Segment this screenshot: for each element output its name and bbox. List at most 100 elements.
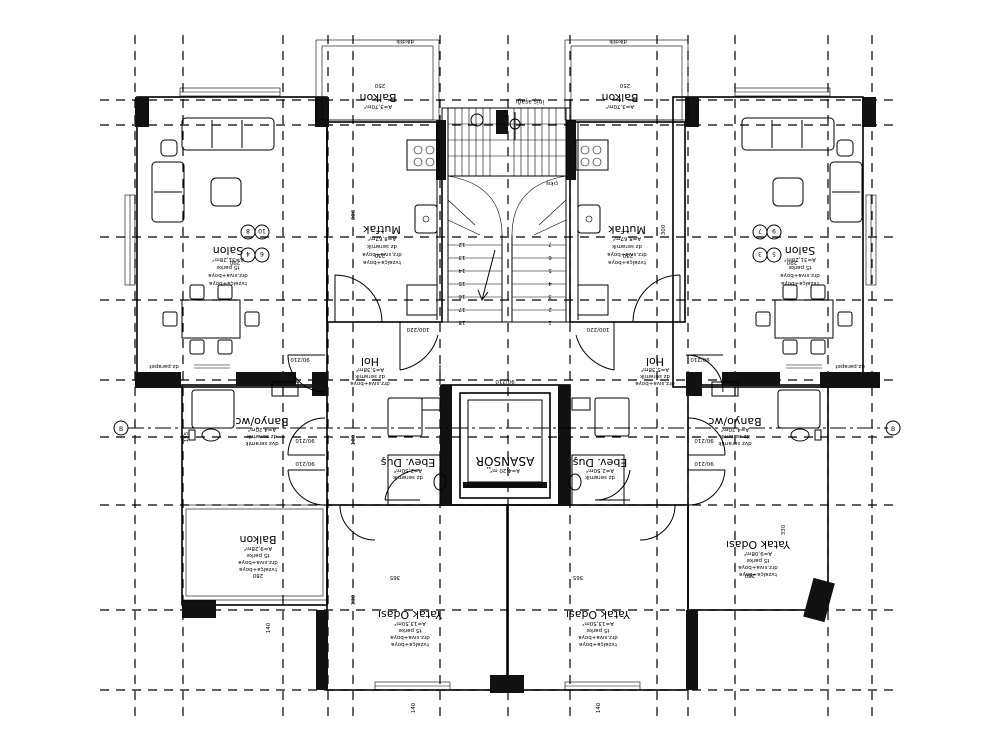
stair-step-numbers: 12 13 14 15 16 17 18 7 6 5 4 3 2 1 bbox=[458, 241, 552, 325]
svg-text:t5 parke: t5 parke bbox=[246, 552, 270, 558]
svg-text:4: 4 bbox=[246, 250, 250, 257]
svg-text:A=13,50m²: A=13,50m² bbox=[582, 620, 614, 627]
svg-text:Hol: Hol bbox=[646, 355, 664, 368]
section-marker-left: B bbox=[119, 426, 123, 433]
svg-text:100/220: 100/220 bbox=[406, 326, 429, 332]
svg-text:280: 280 bbox=[744, 572, 755, 578]
dimension-labels: 90/210 90/210 90/210 100/220 100/220 90/… bbox=[184, 82, 797, 713]
svg-text:tvzalça+boya: tvzalça+boya bbox=[781, 280, 819, 286]
label-yatak-right: Yatak Odası A=13,50m² t5 parke drz.sıva+… bbox=[566, 608, 631, 647]
svg-text:17: 17 bbox=[458, 306, 465, 312]
svg-text:t5 parke: t5 parke bbox=[586, 627, 610, 633]
svg-text:7: 7 bbox=[548, 241, 552, 247]
svg-text:90/210: 90/210 bbox=[295, 437, 315, 443]
svg-text:18: 18 bbox=[458, 319, 465, 325]
svg-text:dz seramik: dz seramik bbox=[584, 474, 615, 480]
svg-text:dz seramik: dz seramik bbox=[392, 474, 423, 480]
svg-text:A=8,67m²: A=8,67m² bbox=[613, 235, 641, 242]
svg-text:drz.sıva+boya: drz.sıva+boya bbox=[208, 272, 248, 278]
windows bbox=[124, 39, 877, 691]
label-hol-left: Hol A=5,38m² dz seramik drz.sıva+boya bbox=[350, 355, 390, 386]
label-balkon-top-right: Balkon A=3,70m² bbox=[601, 91, 638, 110]
svg-text:dz seramik: dz seramik bbox=[719, 433, 750, 439]
svg-text:drz.sıva+boya: drz.sıva+boya bbox=[578, 634, 618, 640]
svg-text:Ebev. Duş: Ebev. Duş bbox=[572, 456, 627, 469]
svg-text:100: 100 bbox=[351, 434, 357, 445]
svg-text:13: 13 bbox=[458, 254, 465, 260]
svg-text:dz seramik: dz seramik bbox=[639, 373, 670, 379]
svg-text:A=4,20 m²: A=4,20 m² bbox=[490, 467, 520, 474]
svg-text:140: 140 bbox=[266, 622, 272, 633]
svg-text:A=31,28m²: A=31,28m² bbox=[212, 256, 244, 263]
svg-text:tvzalça+boya: tvzalça+boya bbox=[579, 641, 617, 647]
svg-text:90/210: 90/210 bbox=[290, 356, 310, 362]
label-yatak-left: Yatak Odası A=13,50m² t5 parke drz.sıva+… bbox=[378, 608, 443, 647]
svg-text:6: 6 bbox=[260, 250, 264, 257]
svg-text:Balkon: Balkon bbox=[239, 533, 276, 546]
svg-text:330: 330 bbox=[781, 524, 787, 535]
label-ebev-left: Ebev. Duş A=2,50m² dz seramik bbox=[380, 456, 435, 480]
svg-text:Banyo/wc: Banyo/wc bbox=[235, 415, 288, 428]
elevator-shaft bbox=[459, 392, 551, 499]
svg-text:100/220: 100/220 bbox=[586, 326, 609, 332]
salon-left-furniture bbox=[151, 117, 275, 369]
svg-text:90/210: 90/210 bbox=[690, 356, 710, 362]
svg-text:drz.sıva+boya: drz.sıva+boya bbox=[238, 559, 278, 565]
svg-text:290: 290 bbox=[229, 259, 240, 265]
svg-text:250: 250 bbox=[374, 82, 385, 88]
svg-text:t5 parke: t5 parke bbox=[216, 264, 240, 270]
svg-text:dvz seramik: dvz seramik bbox=[718, 440, 752, 446]
label-mutfak-right: Mutfak A=8,67m² dz seramik drz.sıva+boya… bbox=[607, 223, 647, 265]
svg-text:Balkon: Balkon bbox=[601, 91, 638, 104]
svg-text:tvzalça+boya: tvzalça+boya bbox=[608, 259, 646, 265]
svg-text:250: 250 bbox=[619, 82, 630, 88]
svg-text:t5 parke: t5 parke bbox=[746, 557, 770, 563]
label-balkon-top-left: Balkon A=3,70m² bbox=[359, 91, 396, 110]
svg-text:A=5,38m²: A=5,38m² bbox=[641, 366, 669, 373]
sill-note-left: dikdilk bbox=[395, 38, 414, 44]
svg-text:drz.sıva+boya: drz.sıva+boya bbox=[635, 380, 675, 386]
svg-text:140: 140 bbox=[411, 702, 417, 713]
label-balkon-bottom-left: Balkon A=9,28m² t5 parke drz.sıva+boya t… bbox=[238, 533, 278, 572]
svg-text:2: 2 bbox=[548, 306, 552, 312]
svg-text:330: 330 bbox=[351, 594, 357, 605]
svg-text:Salon: Salon bbox=[213, 244, 244, 257]
svg-text:3: 3 bbox=[758, 250, 762, 257]
label-banyo-left: Banyo/wc A=4,20m² dz seramik dvz seramik bbox=[235, 415, 288, 446]
svg-text:drz.sıva+boya: drz.sıva+boya bbox=[390, 634, 430, 640]
sill-note-right: dikdilk bbox=[608, 38, 627, 44]
doors bbox=[287, 274, 726, 541]
stair-down-label: iniş aşağı bbox=[516, 98, 544, 105]
svg-text:drz.sıva+boya: drz.sıva+boya bbox=[738, 564, 778, 570]
svg-text:16: 16 bbox=[458, 293, 465, 299]
svg-text:dz seramik: dz seramik bbox=[354, 373, 385, 379]
svg-text:drz.sıva+boya: drz.sıva+boya bbox=[350, 380, 390, 386]
stair-up-label: çıkış bbox=[546, 180, 558, 186]
svg-text:230: 230 bbox=[622, 252, 633, 258]
svg-text:8: 8 bbox=[246, 227, 250, 234]
svg-text:dz seramik: dz seramik bbox=[366, 243, 397, 249]
parapet-note-right: dz.parapet bbox=[834, 363, 864, 369]
salon-left-codes bbox=[240, 224, 270, 263]
svg-text:drz.sıva+boya: drz.sıva+boya bbox=[607, 251, 647, 257]
label-ebev-right: Ebev. Duş A=2,50m² dz seramik bbox=[572, 456, 627, 480]
label-asansor: ASANSÖR A=4,20 m² bbox=[476, 454, 535, 474]
svg-text:90/210: 90/210 bbox=[295, 460, 315, 466]
label-hol-right: Hol A=5,38m² dz seramik drz.sıva+boya bbox=[635, 355, 675, 386]
staircase bbox=[447, 107, 567, 323]
label-salon-right: Salon A=31,28m² t5 parke drz.sıva+boya t… bbox=[780, 244, 820, 286]
section-line bbox=[113, 420, 901, 436]
svg-text:230: 230 bbox=[374, 252, 385, 258]
svg-text:300: 300 bbox=[351, 209, 357, 220]
svg-text:A=9,28m²: A=9,28m² bbox=[244, 545, 272, 552]
svg-text:300: 300 bbox=[661, 224, 667, 235]
label-banyo-right: Banyo/wc A=4,20m² dz seramik dvz seramik bbox=[708, 415, 761, 446]
svg-text:A=4,20m²: A=4,20m² bbox=[248, 426, 276, 433]
svg-text:4: 4 bbox=[548, 280, 552, 286]
svg-text:90/210: 90/210 bbox=[694, 437, 714, 443]
svg-text:365: 365 bbox=[572, 574, 583, 580]
svg-text:Yatak Odası: Yatak Odası bbox=[726, 538, 791, 551]
section-marker-right: B bbox=[891, 426, 895, 433]
svg-text:tvzalça+boya: tvzalça+boya bbox=[739, 571, 777, 577]
label-yatak-right-small: Yatak Odası A=9,08m² t5 parke drz.sıva+b… bbox=[726, 538, 791, 577]
